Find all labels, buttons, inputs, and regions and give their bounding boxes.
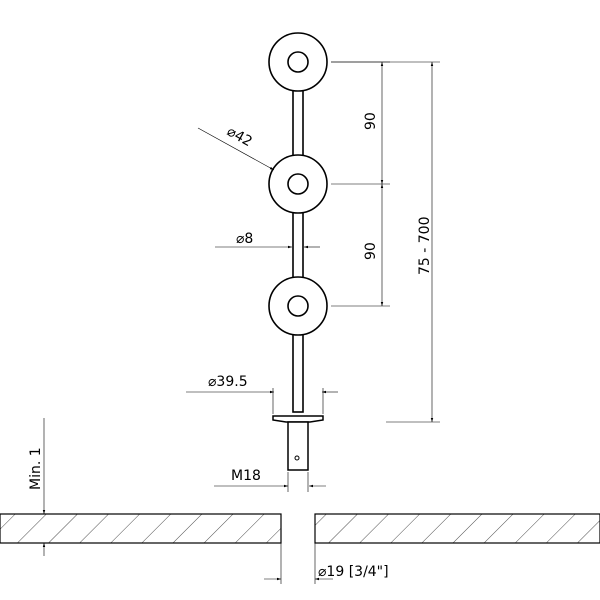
min-clearance-label: Min. 1 — [28, 447, 44, 490]
min-clearance-dimension: Min. 1 — [28, 418, 46, 556]
base-diameter-label: ⌀39.5 — [208, 374, 248, 390]
overall-length-label: 75 - 700 — [417, 217, 433, 276]
base-flange — [272, 415, 324, 423]
base-diameter-dimension: ⌀39.5 — [186, 374, 338, 414]
rod — [292, 81, 304, 413]
thread-dimension: M18 — [214, 468, 326, 492]
spacing-lower-label: 90 — [363, 242, 379, 260]
surface-left-panel — [0, 513, 282, 544]
ring-diameter-dimension: ⌀42 — [197, 124, 275, 171]
ring-middle — [268, 154, 328, 214]
mounting-surface — [0, 513, 600, 544]
thread-label: M18 — [231, 468, 261, 484]
threaded-shank — [287, 421, 309, 471]
hole-diameter-dimension: ⌀19 [3/4"] — [264, 543, 389, 584]
rod-diameter-label: ⌀8 — [236, 231, 253, 247]
ring-top — [268, 32, 328, 92]
rod-diameter-dimension: ⌀8 — [215, 231, 320, 249]
ring-spacing-dimension: 90 90 — [331, 61, 390, 307]
ring-diameter-label: ⌀42 — [224, 124, 255, 151]
surface-right-panel — [314, 513, 600, 544]
spacing-upper-label: 90 — [363, 112, 379, 130]
hole-diameter-label: ⌀19 [3/4"] — [318, 564, 389, 580]
ring-bottom — [268, 276, 328, 336]
overall-length-dimension: 75 - 700 — [331, 61, 440, 423]
